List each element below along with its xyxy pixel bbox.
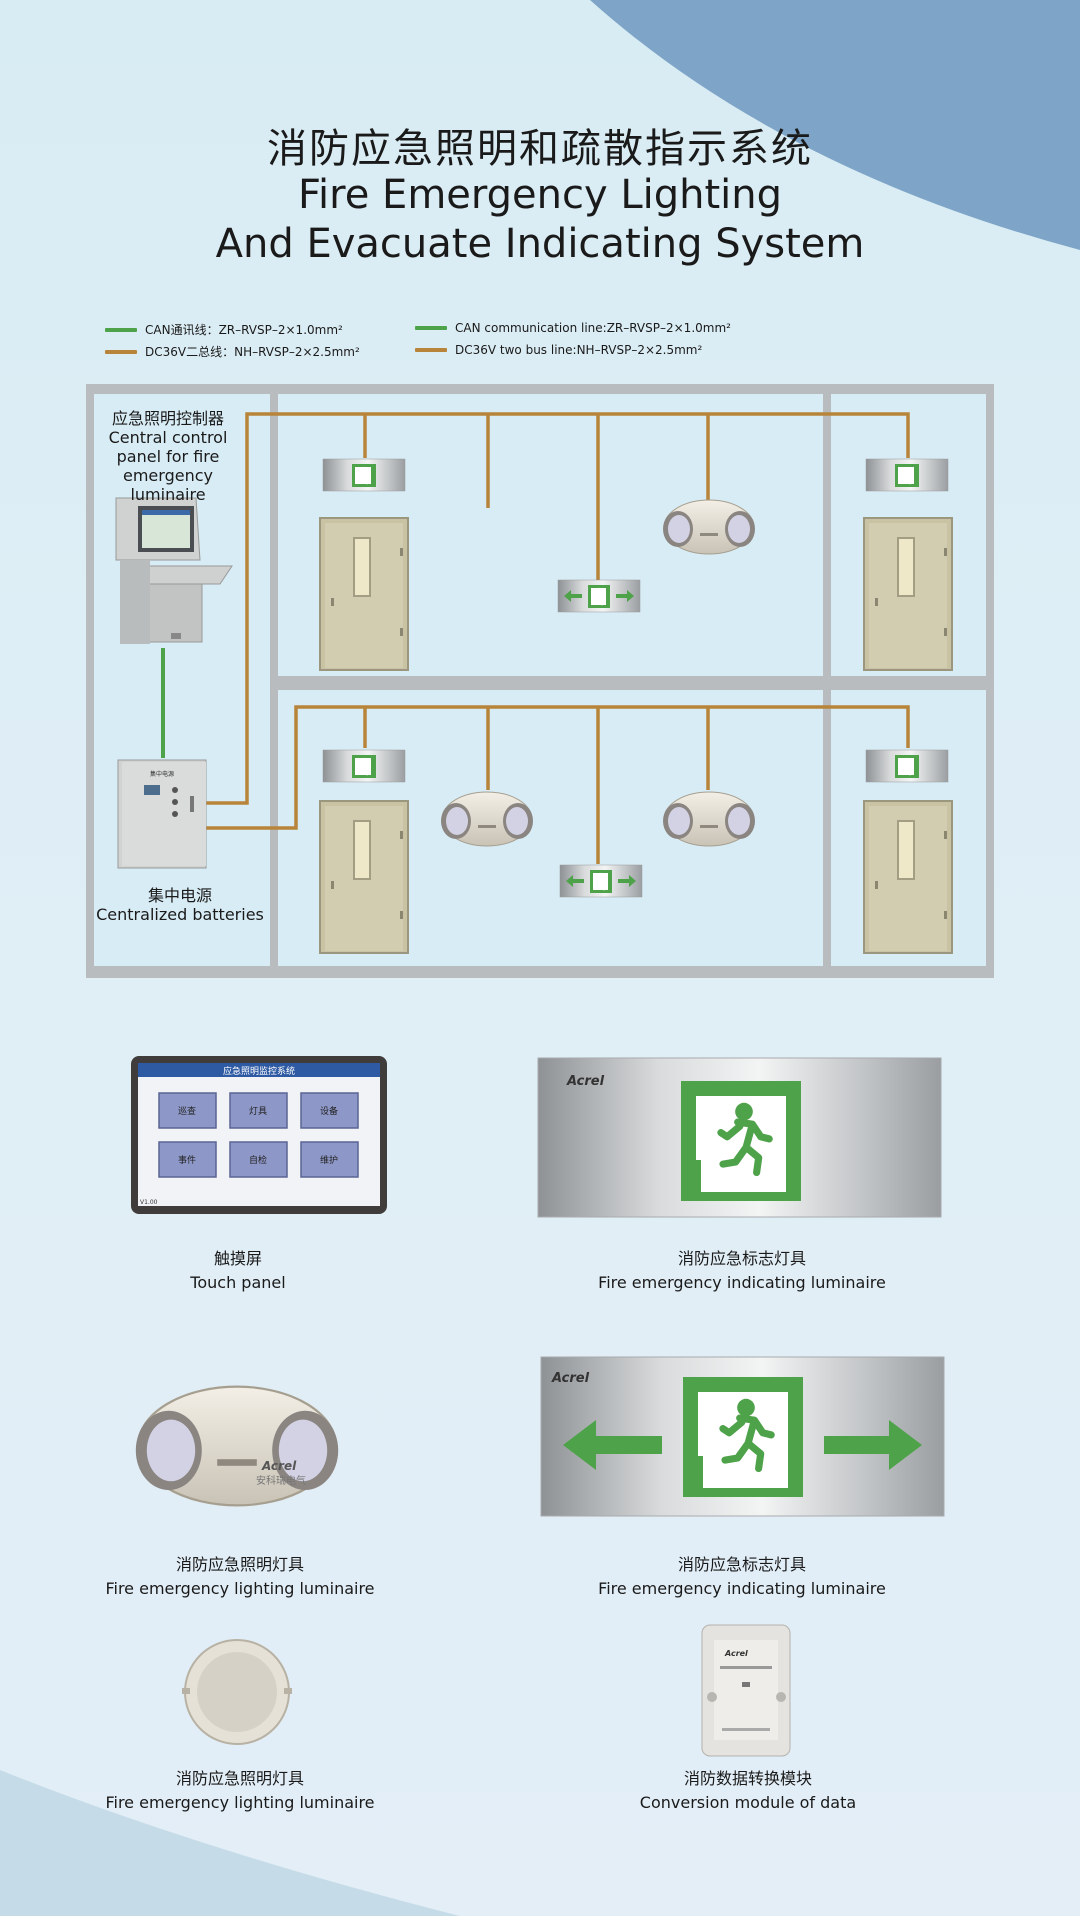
brand-logo: Acrel: [551, 1371, 590, 1386]
battery-label-en: Centralized batteries: [96, 905, 264, 924]
dc-line-swatch: [415, 348, 447, 352]
sign2-caption: 消防应急标志灯具 Fire emergency indicating lumin…: [560, 1553, 924, 1601]
controller-label-en3: emergency luminaire: [123, 466, 213, 504]
can-line-swatch: [415, 326, 447, 330]
legend-can-cn: CAN通讯线：ZR–RVSP–2×1.0mm²: [105, 321, 343, 338]
legend-dc-cn-text: DC36V二总线：NH–RVSP–2×2.5mm²: [145, 345, 360, 359]
caption-cn: 消防应急照明灯具: [175, 1555, 304, 1574]
touch-button-label: 巡查: [178, 1105, 196, 1117]
controller-label: 应急照明控制器 Central control panel for fire e…: [84, 409, 252, 504]
caption-en: Fire emergency lighting luminaire: [105, 1579, 375, 1598]
touch-panel-image: 应急照明监控系统 巡查 灯具 设备 事件 自检 维护 V1.00: [131, 1056, 387, 1214]
caption-en: Fire emergency indicating luminaire: [598, 1579, 886, 1598]
fire-door-icon: [319, 800, 409, 954]
dc-line-swatch: [105, 349, 137, 354]
exit-sign-icon: [866, 750, 948, 782]
arrow-right-icon: [824, 1420, 922, 1470]
title-english-line1: Fire Emergency Lighting: [297, 172, 783, 218]
control-console: [115, 497, 233, 644]
building-walls: [86, 384, 994, 978]
conversion-module-product-image: Acrel: [701, 1624, 791, 1757]
exit-sign-icon: [323, 750, 405, 782]
emergency-lamp-icon: [662, 791, 756, 847]
lamp1-caption: 消防应急照明灯具 Fire emergency lighting luminai…: [80, 1553, 400, 1601]
touch-button-label: 自检: [249, 1154, 267, 1166]
bidirectional-exit-sign-icon: [560, 865, 642, 897]
touch-button-label: 灯具: [249, 1106, 267, 1117]
ceiling-lamp-product-image: [182, 1639, 292, 1745]
legend-dc-en: DC36V two bus line:NH–RVSP–2×2.5mm²: [415, 343, 702, 357]
title-english-line2: And Evacuate Indicating System: [215, 221, 865, 267]
fire-door-icon: [863, 800, 953, 954]
caption-en: Conversion module of data: [639, 1793, 857, 1812]
controller-label-en1: Central control: [108, 428, 228, 447]
module-brand-logo: Acrel: [724, 1649, 748, 1658]
touch-screen-buttons: 巡查 灯具 设备 事件 自检 维护: [158, 1092, 359, 1178]
bidirectional-exit-sign-icon: [558, 580, 640, 612]
arrow-left-icon: [563, 1420, 662, 1470]
brand-logo: Acrel: [566, 1074, 605, 1089]
battery-label-cn: 集中电源: [147, 886, 212, 905]
caption-cn: 消防数据转换模块: [683, 1769, 812, 1788]
controller-label-en2: panel for fire: [116, 447, 220, 466]
emergency-lamp-product-image: [134, 1385, 340, 1507]
cabinet-label: 集中电源: [150, 770, 174, 778]
caption-cn: 消防应急照明灯具: [175, 1769, 304, 1788]
exit-sign-icon: [866, 459, 948, 491]
can-line-swatch: [105, 327, 137, 332]
caption-cn: 消防应急标志灯具: [677, 1249, 806, 1268]
sign1-caption: 消防应急标志灯具 Fire emergency indicating lumin…: [560, 1247, 924, 1295]
fire-door-icon: [319, 517, 409, 671]
touch-screen-title: 应急照明监控系统: [223, 1065, 295, 1077]
exit-sign-icon: [323, 459, 405, 491]
touch-panel-caption: 触摸屏 Touch panel: [80, 1247, 396, 1295]
legend-can-en: CAN communication line:ZR–RVSP–2×1.0mm²: [415, 321, 731, 335]
touch-button-label: 事件: [178, 1154, 196, 1166]
caption-en: Fire emergency lighting luminaire: [105, 1793, 375, 1812]
lamp-brand-logo: Acrel: [261, 1459, 297, 1473]
battery-label: 集中电源 Centralized batteries: [80, 886, 280, 924]
touch-version: V1.00: [140, 1199, 158, 1206]
title-chinese: 消防应急照明和疏散指示系统: [267, 126, 813, 172]
touch-button-label: 维护: [320, 1154, 338, 1166]
battery-cabinet: [117, 759, 207, 869]
exit-sign-product-image: Acrel: [537, 1057, 942, 1218]
caption-cn: 消防应急标志灯具: [677, 1555, 806, 1574]
touch-button-label: 设备: [320, 1105, 338, 1117]
legend-can-en-text: CAN communication line:ZR–RVSP–2×1.0mm²: [455, 321, 731, 335]
bidirectional-sign-product-image: Acrel: [540, 1356, 945, 1517]
caption-en: Fire emergency indicating luminaire: [598, 1273, 886, 1292]
legend-can-cn-text: CAN通讯线：ZR–RVSP–2×1.0mm²: [145, 323, 343, 337]
caption-cn: 触摸屏: [213, 1249, 262, 1268]
caption-en: Touch panel: [190, 1273, 286, 1292]
fire-door-icon: [863, 517, 953, 671]
controller-label-cn: 应急照明控制器: [111, 409, 224, 428]
module-caption: 消防数据转换模块 Conversion module of data: [570, 1767, 926, 1815]
dc36v-bus-wiring: [206, 412, 910, 864]
legend-dc-en-text: DC36V two bus line:NH–RVSP–2×2.5mm²: [455, 343, 703, 357]
lamp2-caption: 消防应急照明灯具 Fire emergency lighting luminai…: [80, 1767, 400, 1815]
lamp-brand-cn: 安科瑞电气: [256, 1474, 306, 1487]
emergency-lamp-icon: [440, 791, 534, 847]
legend-dc-cn: DC36V二总线：NH–RVSP–2×2.5mm²: [105, 343, 360, 360]
emergency-lamp-icon: [662, 499, 756, 555]
